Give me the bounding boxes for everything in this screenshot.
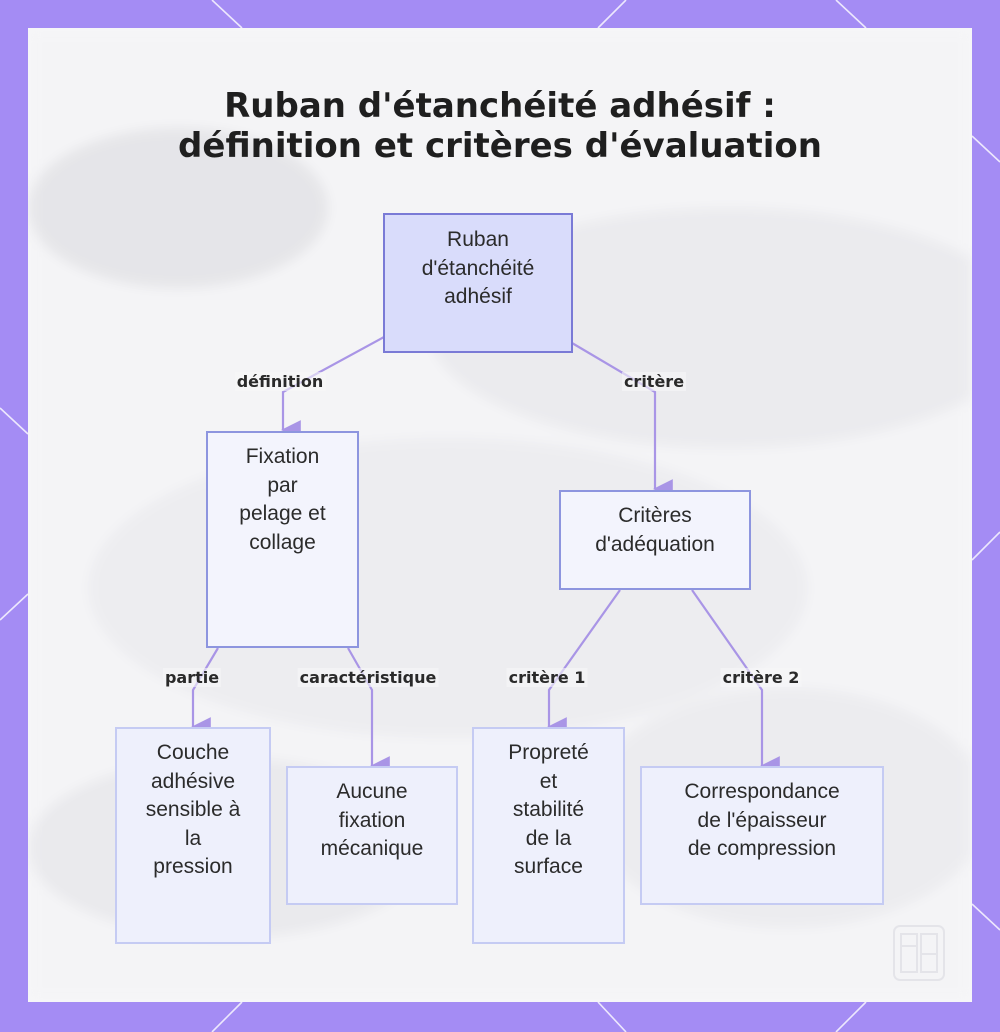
node-couche-adhesive-label: Couche adhésive sensible à la pression <box>145 741 241 878</box>
diagram-title: Ruban d'étanchéité adhésif : définition … <box>0 86 1000 166</box>
node-correspondance-epaisseur: Correspondance de l'épaisseur de compres… <box>640 766 884 905</box>
node-criteres-adequation: Critères d'adéquation <box>559 490 751 590</box>
edge-critere2 <box>691 589 780 776</box>
edge-label-critere-1: critère 1 <box>506 668 588 687</box>
document-logo-icon <box>893 925 945 981</box>
edge-partie <box>191 647 219 737</box>
title-line-2: définition et critères d'évaluation <box>178 126 822 166</box>
node-ruban-etancheite: Ruban d'étanchéité adhésif <box>383 213 573 353</box>
edge-critere <box>571 342 673 499</box>
node-criteres-adequation-label: Critères d'adéquation <box>595 504 715 556</box>
node-aucune-fixation-label: Aucune fixation mécanique <box>320 780 424 860</box>
edge-label-partie: partie <box>162 668 222 687</box>
edge-definition <box>281 336 385 440</box>
node-correspondance-epaisseur-label: Correspondance de l'épaisseur de compres… <box>684 780 840 860</box>
node-fixation: Fixation par pelage et collage <box>206 431 359 648</box>
edge-caracteristique <box>347 647 390 776</box>
edge-label-definition: définition <box>234 372 326 391</box>
edge-label-caracteristique: caractéristique <box>297 668 439 687</box>
node-proprete-surface: Propreté et stabilité de la surface <box>472 727 625 944</box>
edge-critere1 <box>547 589 621 737</box>
node-fixation-label: Fixation par pelage et collage <box>239 445 326 554</box>
node-couche-adhesive: Couche adhésive sensible à la pression <box>115 727 271 944</box>
edge-label-critere: critère <box>621 372 687 391</box>
node-ruban-etancheite-label: Ruban d'étanchéité adhésif <box>421 228 535 308</box>
node-aucune-fixation: Aucune fixation mécanique <box>286 766 458 905</box>
node-proprete-surface-label: Propreté et stabilité de la surface <box>508 741 589 878</box>
title-line-1: Ruban d'étanchéité adhésif : <box>224 86 776 126</box>
edge-label-critere-2: critère 2 <box>720 668 802 687</box>
